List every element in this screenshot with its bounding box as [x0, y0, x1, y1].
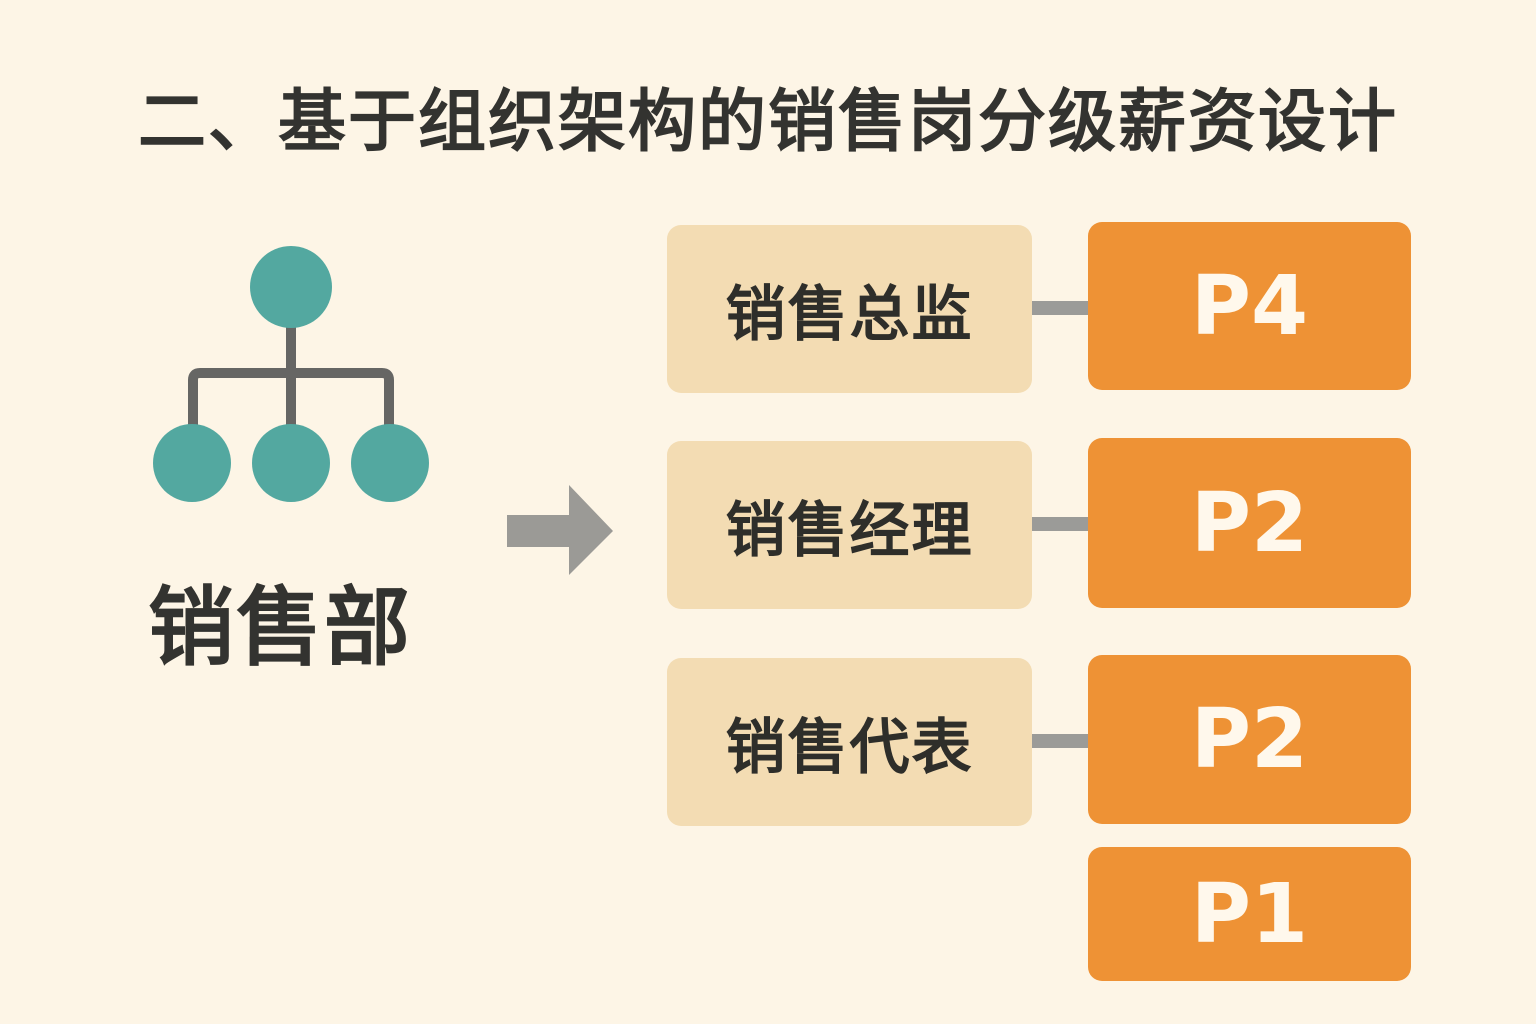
role-box-sales-manager: 销售经理	[667, 441, 1032, 609]
role-label: 销售代表	[725, 712, 974, 783]
role-label: 销售总监	[725, 279, 974, 350]
level-box-p4: P4	[1088, 222, 1411, 390]
level-label: P2	[1190, 692, 1309, 787]
connector-line	[1032, 517, 1088, 531]
org-chart-connectors	[188, 325, 394, 427]
department-label: 销售部	[148, 578, 412, 678]
org-node-left	[153, 424, 231, 502]
connector-line	[1032, 734, 1088, 748]
org-node-middle	[252, 424, 330, 502]
level-box-p2-manager: P2	[1088, 438, 1411, 608]
org-branch-line	[188, 368, 394, 427]
org-node-top	[250, 246, 332, 328]
level-label: P2	[1190, 475, 1309, 571]
org-chart-icon	[153, 246, 429, 502]
arrow-right-icon	[507, 485, 613, 575]
role-box-sales-director: 销售总监	[667, 225, 1032, 393]
level-box-p2-representative: P2	[1088, 655, 1411, 824]
connector-line	[1032, 301, 1088, 315]
level-label: P1	[1190, 866, 1309, 962]
level-box-p1: P1	[1088, 847, 1411, 981]
level-label: P4	[1190, 258, 1309, 354]
role-label: 销售经理	[725, 495, 974, 566]
role-box-sales-representative: 销售代表	[667, 658, 1032, 826]
org-node-right	[351, 424, 429, 502]
page-title: 二、基于组织架构的销售岗分级薪资设计	[137, 83, 1398, 162]
